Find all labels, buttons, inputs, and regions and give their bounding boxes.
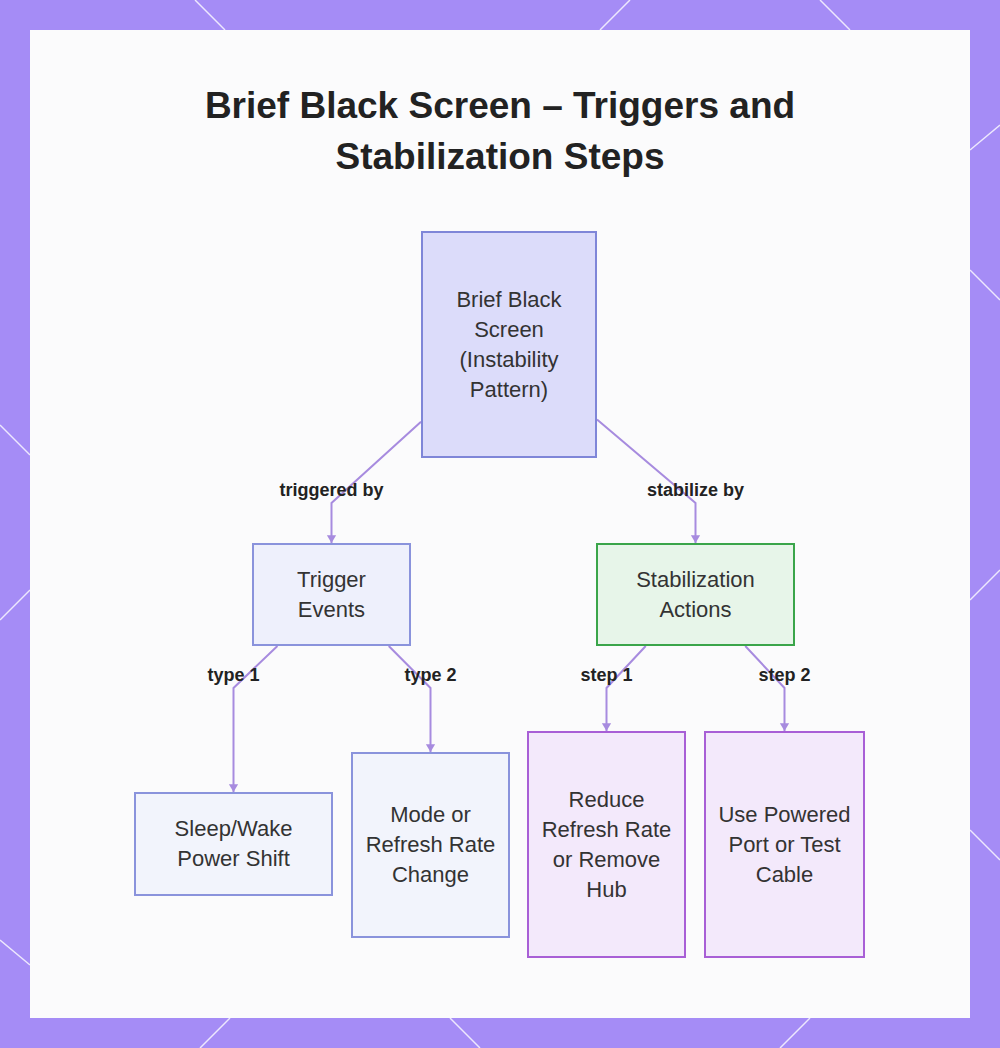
root-box: Brief Black Screen (Instability Pattern) xyxy=(421,231,597,458)
edge-label: type 1 xyxy=(207,665,259,686)
node-text: Stabilization Actions xyxy=(608,565,783,625)
node-text: Use Powered Port or Test Cable xyxy=(716,800,853,890)
node-text: Brief Black Screen (Instability Pattern) xyxy=(433,285,585,405)
trigger-box: Sleep/Wake Power Shift xyxy=(134,792,333,896)
node-text: Reduce Refresh Rate or Remove Hub xyxy=(539,785,674,905)
node-text: Trigger Events xyxy=(264,565,399,625)
category-box: Trigger Events xyxy=(252,543,411,646)
title-text: Brief Black Screen – Triggers and Stabil… xyxy=(205,85,795,177)
edge-label: triggered by xyxy=(279,480,383,501)
action-box: Reduce Refresh Rate or Remove Hub xyxy=(527,731,686,958)
edge-label: step 2 xyxy=(758,665,810,686)
trigger-box: Mode or Refresh Rate Change xyxy=(351,752,510,938)
connector-arrow xyxy=(389,646,435,752)
node-text: Mode or Refresh Rate Change xyxy=(363,800,498,890)
edge-label: type 2 xyxy=(404,665,456,686)
connector-arrow xyxy=(602,646,646,731)
edge-label: stabilize by xyxy=(647,480,744,501)
node-text: Sleep/Wake Power Shift xyxy=(146,814,321,874)
action-box: Use Powered Port or Test Cable xyxy=(704,731,865,958)
diagram-title: Brief Black Screen – Triggers and Stabil… xyxy=(100,80,900,182)
edge-label: step 1 xyxy=(580,665,632,686)
category-box: Stabilization Actions xyxy=(596,543,795,646)
connector-arrow xyxy=(745,646,789,731)
